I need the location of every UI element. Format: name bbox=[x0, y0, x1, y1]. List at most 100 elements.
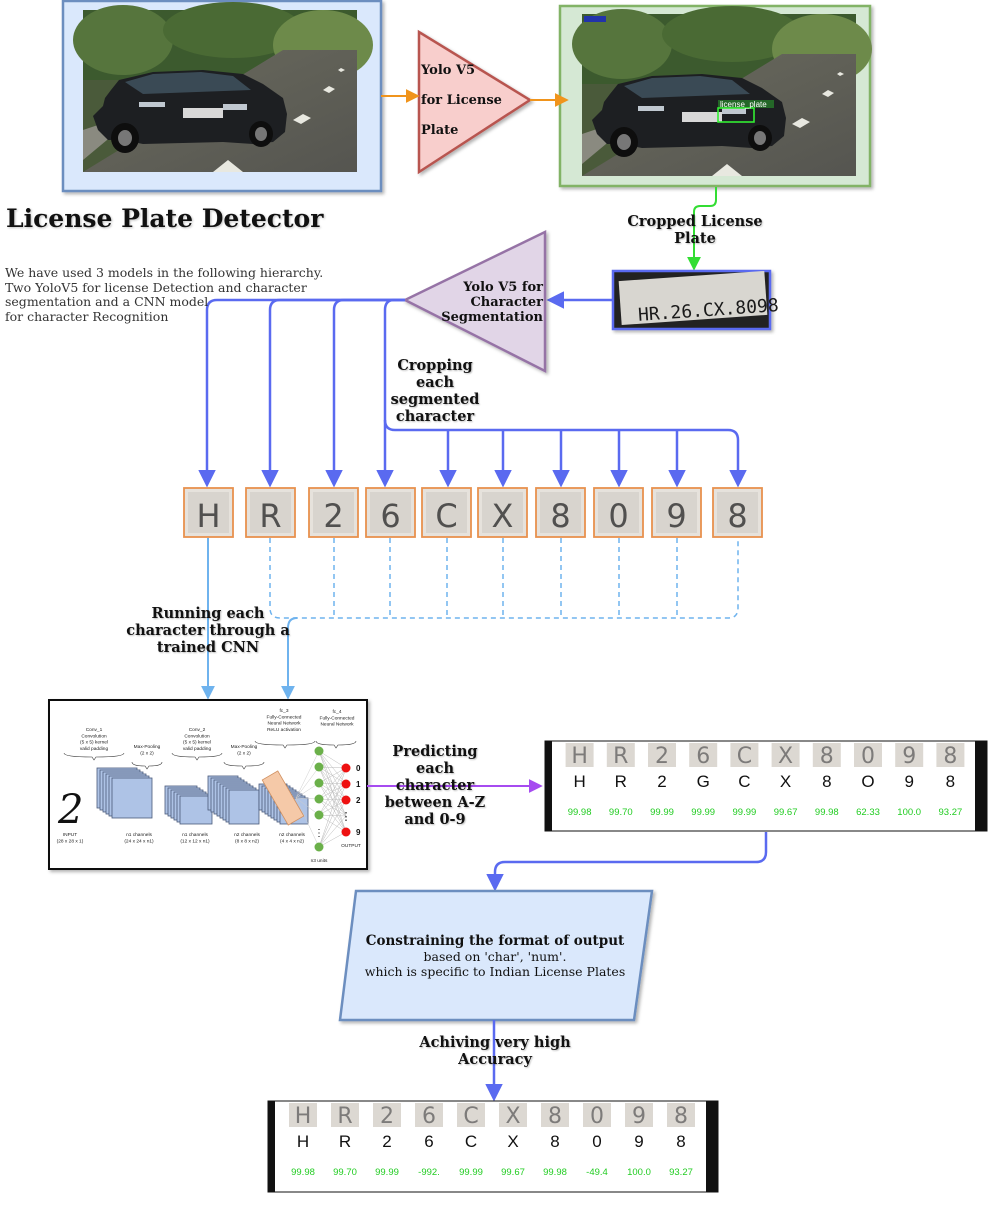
strip-predicted-char: 2 bbox=[382, 1132, 391, 1151]
strip-predicted-char: 2 bbox=[657, 772, 666, 791]
strip-cell: CC 99.99 bbox=[730, 743, 759, 818]
cnn-label: n3 units bbox=[311, 858, 328, 864]
strip-score: 99.99 bbox=[375, 1167, 399, 1178]
strip-predicted-char: R bbox=[615, 772, 627, 791]
segmented-char: 0 bbox=[608, 497, 628, 535]
segmented-char-tile: C bbox=[421, 487, 472, 538]
strip-char-image: R bbox=[613, 744, 628, 769]
segmented-char-tile: X bbox=[477, 487, 528, 538]
plate-bounding-box bbox=[717, 107, 755, 123]
fc-node bbox=[314, 842, 324, 852]
strip-predicted-char: X bbox=[780, 772, 791, 791]
cropped-plate-box: HR.26.CX.8098 bbox=[611, 269, 779, 331]
strip-char-image: 8 bbox=[820, 744, 834, 769]
strip-predicted-char: C bbox=[465, 1132, 477, 1151]
description-text: We have used 3 models in the following h… bbox=[5, 265, 324, 324]
feature-map bbox=[228, 789, 260, 825]
strip-char-image: 6 bbox=[422, 1104, 436, 1129]
strip-predicted-char: 8 bbox=[676, 1132, 685, 1151]
cnn-layer-stacks bbox=[96, 767, 309, 826]
strip-char-image: X bbox=[778, 744, 793, 769]
feature-map bbox=[111, 777, 153, 819]
strip-char-image: X bbox=[505, 1104, 520, 1129]
cnn-input-digit: 2 bbox=[57, 787, 83, 833]
segmented-char-tile: 2 bbox=[308, 487, 359, 538]
segmented-char: 2 bbox=[323, 497, 343, 535]
strip-score: 99.98 bbox=[568, 807, 592, 818]
output-class-label: 2 bbox=[356, 796, 361, 805]
segmented-char-tile: H bbox=[183, 487, 234, 538]
strip-predicted-char: 8 bbox=[822, 772, 831, 791]
segmented-char: C bbox=[435, 497, 457, 535]
strip-char-image: H bbox=[295, 1104, 312, 1129]
feature-map bbox=[179, 795, 213, 825]
dashed-connectors bbox=[269, 538, 739, 619]
constraint-line-3: which is specific to Indian License Plat… bbox=[364, 964, 626, 979]
output-node bbox=[341, 827, 351, 837]
segmented-char-tile: 8 bbox=[712, 487, 763, 538]
strip-predicted-char: C bbox=[738, 772, 750, 791]
segmented-char: X bbox=[492, 497, 514, 535]
strip-score: -992. bbox=[418, 1167, 440, 1178]
strip-score: 99.99 bbox=[733, 807, 757, 818]
car-photo bbox=[73, 2, 373, 172]
strip-char-image: 2 bbox=[380, 1104, 394, 1129]
predicting-label: Predicting each character between A-Z an… bbox=[384, 743, 486, 828]
strip-score: 99.67 bbox=[774, 807, 798, 818]
strip-predicted-char: O bbox=[861, 772, 874, 791]
strip-char-image: 8 bbox=[548, 1104, 562, 1129]
strip-score: -49.4 bbox=[586, 1167, 608, 1178]
segmented-char-tile: R bbox=[245, 487, 296, 538]
strip-predicted-char: 8 bbox=[550, 1132, 559, 1151]
strip-cell: 2 2 99.99 bbox=[373, 1103, 401, 1178]
strip-predicted-char: G bbox=[697, 772, 710, 791]
output-node bbox=[341, 763, 351, 773]
strip-char-image: 8 bbox=[943, 744, 957, 769]
arrow-prediction-to-constraint bbox=[486, 832, 768, 892]
output-class-label: 9 bbox=[356, 828, 361, 837]
fc-node bbox=[314, 778, 324, 788]
output-class-label: 1 bbox=[356, 780, 361, 789]
input-image-box bbox=[61, 0, 383, 193]
strip-char-image: C bbox=[737, 744, 752, 769]
cnn-label: n2 channels(8 x 8 x n2) bbox=[234, 832, 260, 844]
constraint-line-1: Constraining the format of output bbox=[365, 933, 625, 949]
segmented-char: 8 bbox=[550, 497, 570, 535]
cnn-label: OUTPUT bbox=[341, 843, 361, 849]
segmented-char: 6 bbox=[380, 497, 400, 535]
strip-score: 93.27 bbox=[939, 807, 963, 818]
strip-char-image: 2 bbox=[655, 744, 669, 769]
strip-predicted-char: 9 bbox=[904, 772, 913, 791]
strip-char-image: 6 bbox=[696, 744, 710, 769]
strip-cell: 00-49.4 bbox=[583, 1103, 611, 1178]
output-node bbox=[341, 779, 351, 789]
arrow-dashed-to-cnn bbox=[281, 617, 298, 700]
segmented-char-tile: 0 bbox=[593, 487, 644, 538]
fc-node bbox=[314, 746, 324, 756]
cnn-label: Max-Pooling(2 x 2) bbox=[134, 744, 161, 756]
page-title: License Plate Detector bbox=[6, 204, 324, 233]
strip-predicted-char: 9 bbox=[634, 1132, 643, 1151]
strip-predicted-char: 6 bbox=[424, 1132, 433, 1151]
segmented-char-tile: 6 bbox=[365, 487, 416, 538]
yolo-char-label: Yolo V5 for Character Segmentation bbox=[441, 280, 543, 325]
segmented-char: 9 bbox=[666, 497, 686, 535]
detection-image-box: license_plate bbox=[558, 4, 872, 188]
strip-score: 99.99 bbox=[459, 1167, 483, 1178]
constraint-line-2: based on 'char', 'num'. bbox=[423, 949, 567, 964]
strip-char-image: 0 bbox=[590, 1104, 604, 1129]
